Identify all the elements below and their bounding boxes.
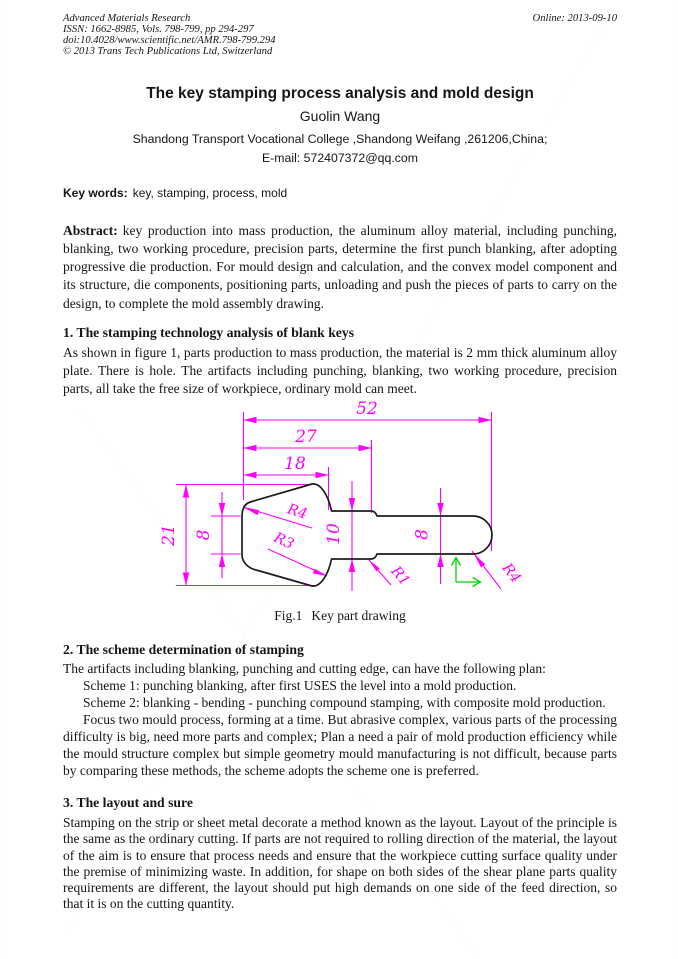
author-email: E-mail: 572407372@qq.com — [261, 151, 419, 166]
xy-axis-icon — [450, 556, 482, 588]
scheme-1-line: Scheme 1: punching blanking, after first… — [83, 678, 517, 694]
dim-8-left-label: 8 — [194, 530, 214, 541]
dim-8-shaft-label: 8 — [413, 529, 433, 540]
radius-r1-label: R1 — [387, 563, 413, 589]
radius-r4-tip-label: R4 — [498, 560, 524, 587]
section-2-discussion: Focus two mould process, forming at a ti… — [63, 712, 617, 778]
keywords-line: Key words: key, stamping, process, mold — [63, 186, 617, 201]
paper-title: The key stamping process analysis and mo… — [146, 84, 534, 102]
author-name: Guolin Wang — [299, 107, 381, 124]
abstract: Abstract:key production into mass produc… — [63, 222, 617, 312]
figure-1: 52 27 18 21 8 10 8 R4 R3 R1 R4 — [63, 399, 617, 605]
journal-issn: ISSN: 1662-8985, Vols. 798-799, pp 294-2… — [63, 23, 254, 35]
journal-info: Advanced Materials Research ISSN: 1662-8… — [63, 13, 276, 58]
abstract-label: Abstract: — [63, 223, 118, 239]
figure-caption-text: Key part drawing — [311, 608, 406, 624]
section-3-paragraph: Stamping on the strip or sheet metal dec… — [63, 815, 617, 911]
journal-header: Advanced Materials Research ISSN: 1662-8… — [63, 13, 617, 58]
section-2-body: The artifacts including blanking, punchi… — [63, 661, 617, 779]
dimension-lines — [176, 412, 502, 592]
journal-name: Advanced Materials Research — [63, 13, 191, 24]
dim-27-label: 27 — [294, 427, 317, 447]
section-3-heading: 3. The layout and sure — [63, 794, 193, 810]
key-outline — [241, 483, 493, 588]
dim-10-label: 10 — [324, 523, 344, 545]
radius-r4-head-label: R4 — [284, 502, 309, 523]
radius-r3-label: R3 — [270, 530, 296, 553]
dim-18-label: 18 — [284, 454, 306, 474]
journal-copyright: © 2013 Trans Tech Publications Ltd, Swit… — [63, 45, 273, 57]
section-1-paragraph: As shown in figure 1, parts production t… — [63, 344, 617, 397]
figure-caption: Fig.1 Key part drawing — [63, 607, 617, 624]
abstract-text: key production into mass production, the… — [63, 223, 617, 311]
author-affiliation: Shandong Transport Vocational College ,S… — [132, 132, 548, 147]
figure-caption-number: Fig.1 — [274, 608, 303, 624]
section-2-intro: The artifacts including blanking, punchi… — [63, 661, 546, 677]
dim-52-label: 52 — [356, 399, 378, 419]
section-2-heading: 2. The scheme determination of stamping — [63, 642, 304, 658]
scheme-2-line: Scheme 2: blanking - bending - punching … — [83, 695, 606, 711]
section-1-heading: 1. The stamping technology analysis of b… — [63, 324, 355, 340]
dimension-arrows — [182, 417, 492, 586]
key-part-drawing: 52 27 18 21 8 10 8 R4 R3 R1 R4 — [160, 399, 524, 592]
dim-21-label: 21 — [160, 525, 179, 548]
journal-doi: doi:10.4028/www.scientific.net/AMR.798-7… — [63, 34, 276, 46]
keywords-text: key, stamping, process, mold — [132, 185, 288, 200]
online-date: Online: 2013-09-10 — [532, 13, 617, 24]
keywords-label: Key words: — [63, 185, 128, 200]
